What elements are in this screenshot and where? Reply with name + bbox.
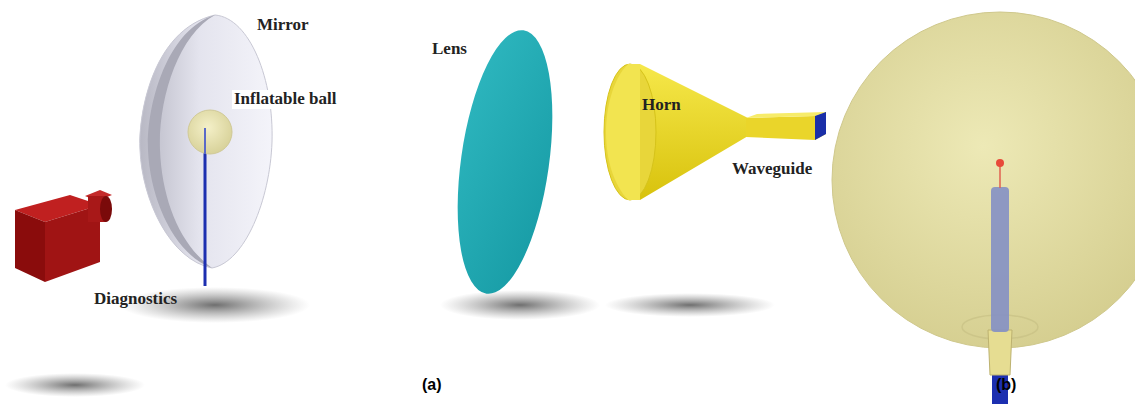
part-name: Mirror: [255, 16, 311, 35]
part-name: Waveguide: [730, 160, 814, 179]
panel-letter: (a): [420, 376, 444, 394]
part-name: Diagnostics: [92, 290, 179, 309]
part-name: Inflatable ball: [232, 90, 339, 109]
part-name: Horn: [640, 96, 683, 115]
panel-letter: (b): [994, 376, 1018, 394]
part-name: Lens: [430, 40, 469, 59]
